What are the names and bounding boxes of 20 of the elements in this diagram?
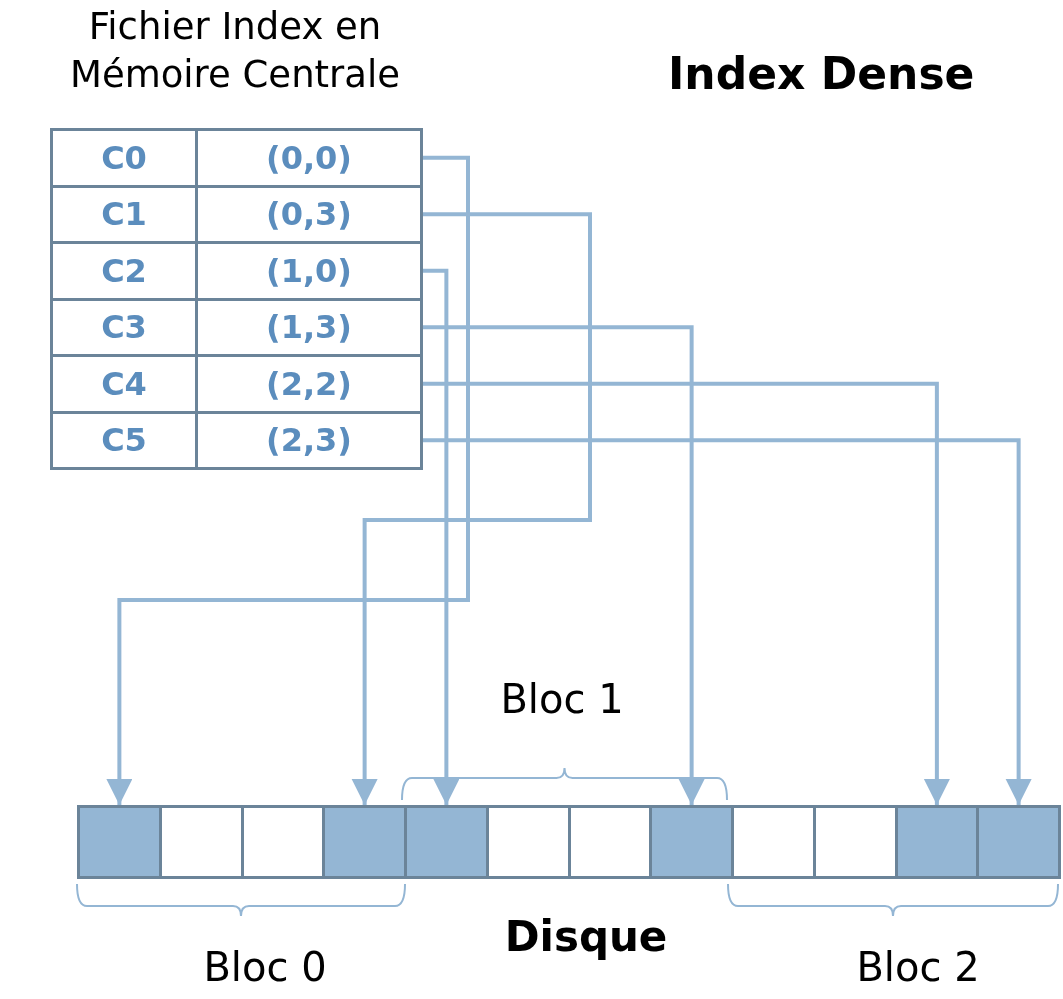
arrow xyxy=(423,325,705,805)
arrow xyxy=(423,438,1032,805)
disk-slot xyxy=(404,805,489,879)
disk-slot xyxy=(649,805,734,879)
address-cell: (0,0) xyxy=(195,128,423,188)
block-label: Bloc 1 xyxy=(499,676,625,722)
disk-slot xyxy=(976,805,1061,879)
arrow xyxy=(423,268,460,805)
arrow xyxy=(351,212,592,805)
disk-slot xyxy=(322,805,407,879)
block-label: Bloc 2 xyxy=(855,944,981,990)
arrow xyxy=(106,155,470,805)
disk-slot xyxy=(77,805,162,879)
disk-slot xyxy=(731,805,816,879)
diagram-title: Index Dense xyxy=(668,48,975,99)
block-label: Bloc 0 xyxy=(202,944,328,990)
arrow xyxy=(423,381,950,805)
disk-label: Disque xyxy=(503,912,669,961)
table-heading: Fichier Index en Mémoire Centrale xyxy=(68,4,402,98)
key-cell: C0 xyxy=(50,128,198,188)
